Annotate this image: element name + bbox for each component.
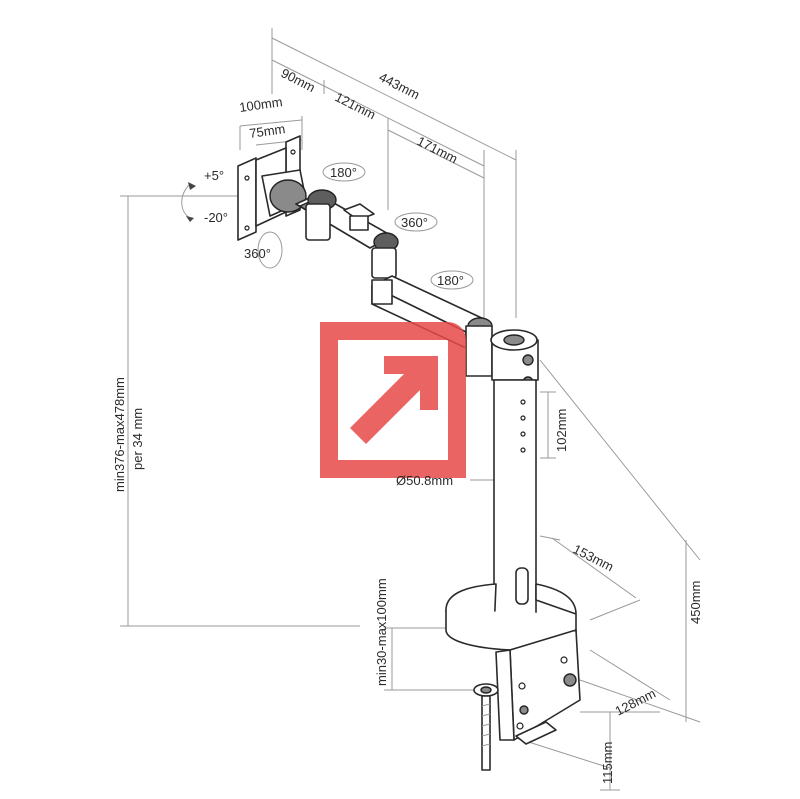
rot-180-a-label: 180° bbox=[330, 165, 357, 180]
dim-171: 171mm bbox=[415, 133, 460, 166]
rot-360-a-label: 360° bbox=[401, 215, 428, 230]
dim-75: 75mm bbox=[248, 121, 286, 141]
dim-90: 90mm bbox=[279, 65, 318, 95]
dim-450: 450mm bbox=[688, 581, 703, 624]
rotation-180-a: 180° bbox=[322, 162, 366, 182]
clamp-range-label: min30-max100mm bbox=[374, 578, 389, 686]
pole-assembly bbox=[465, 317, 539, 631]
dim-100: 100mm bbox=[238, 94, 283, 115]
rotation-180-b: 180° bbox=[430, 270, 474, 290]
swivel-arrow-icon bbox=[257, 231, 283, 269]
dim-115: 115mm bbox=[600, 742, 615, 784]
tilt-down-label: -20° bbox=[204, 210, 228, 225]
height-range-label: min376-max478mm bbox=[112, 377, 127, 492]
rotation-360-a: 360° bbox=[394, 212, 438, 232]
desk-clamp bbox=[445, 583, 581, 771]
rot-360-b-label: 360° bbox=[244, 246, 271, 261]
dim-153: 153mm bbox=[571, 541, 616, 574]
rot-180-b-label: 180° bbox=[437, 273, 464, 288]
diameter-label: Ø50.8mm bbox=[396, 473, 453, 488]
dim-128: 128mm bbox=[613, 686, 658, 719]
brand-logo bbox=[320, 322, 466, 478]
tilt-up-label: +5° bbox=[204, 168, 224, 183]
dim-121: 121mm bbox=[333, 89, 378, 122]
vesa-plate bbox=[237, 135, 307, 241]
height-step-label: per 34 mm bbox=[130, 408, 145, 470]
dim-102: 102mm bbox=[554, 409, 569, 452]
dim-443: 443mm bbox=[377, 69, 422, 102]
dimension-lines bbox=[120, 28, 701, 791]
tilt-arrow-icon bbox=[181, 182, 196, 222]
dimension-labels: 90mm 443mm 100mm 121mm 75mm 171mm +5° -2… bbox=[112, 65, 703, 784]
